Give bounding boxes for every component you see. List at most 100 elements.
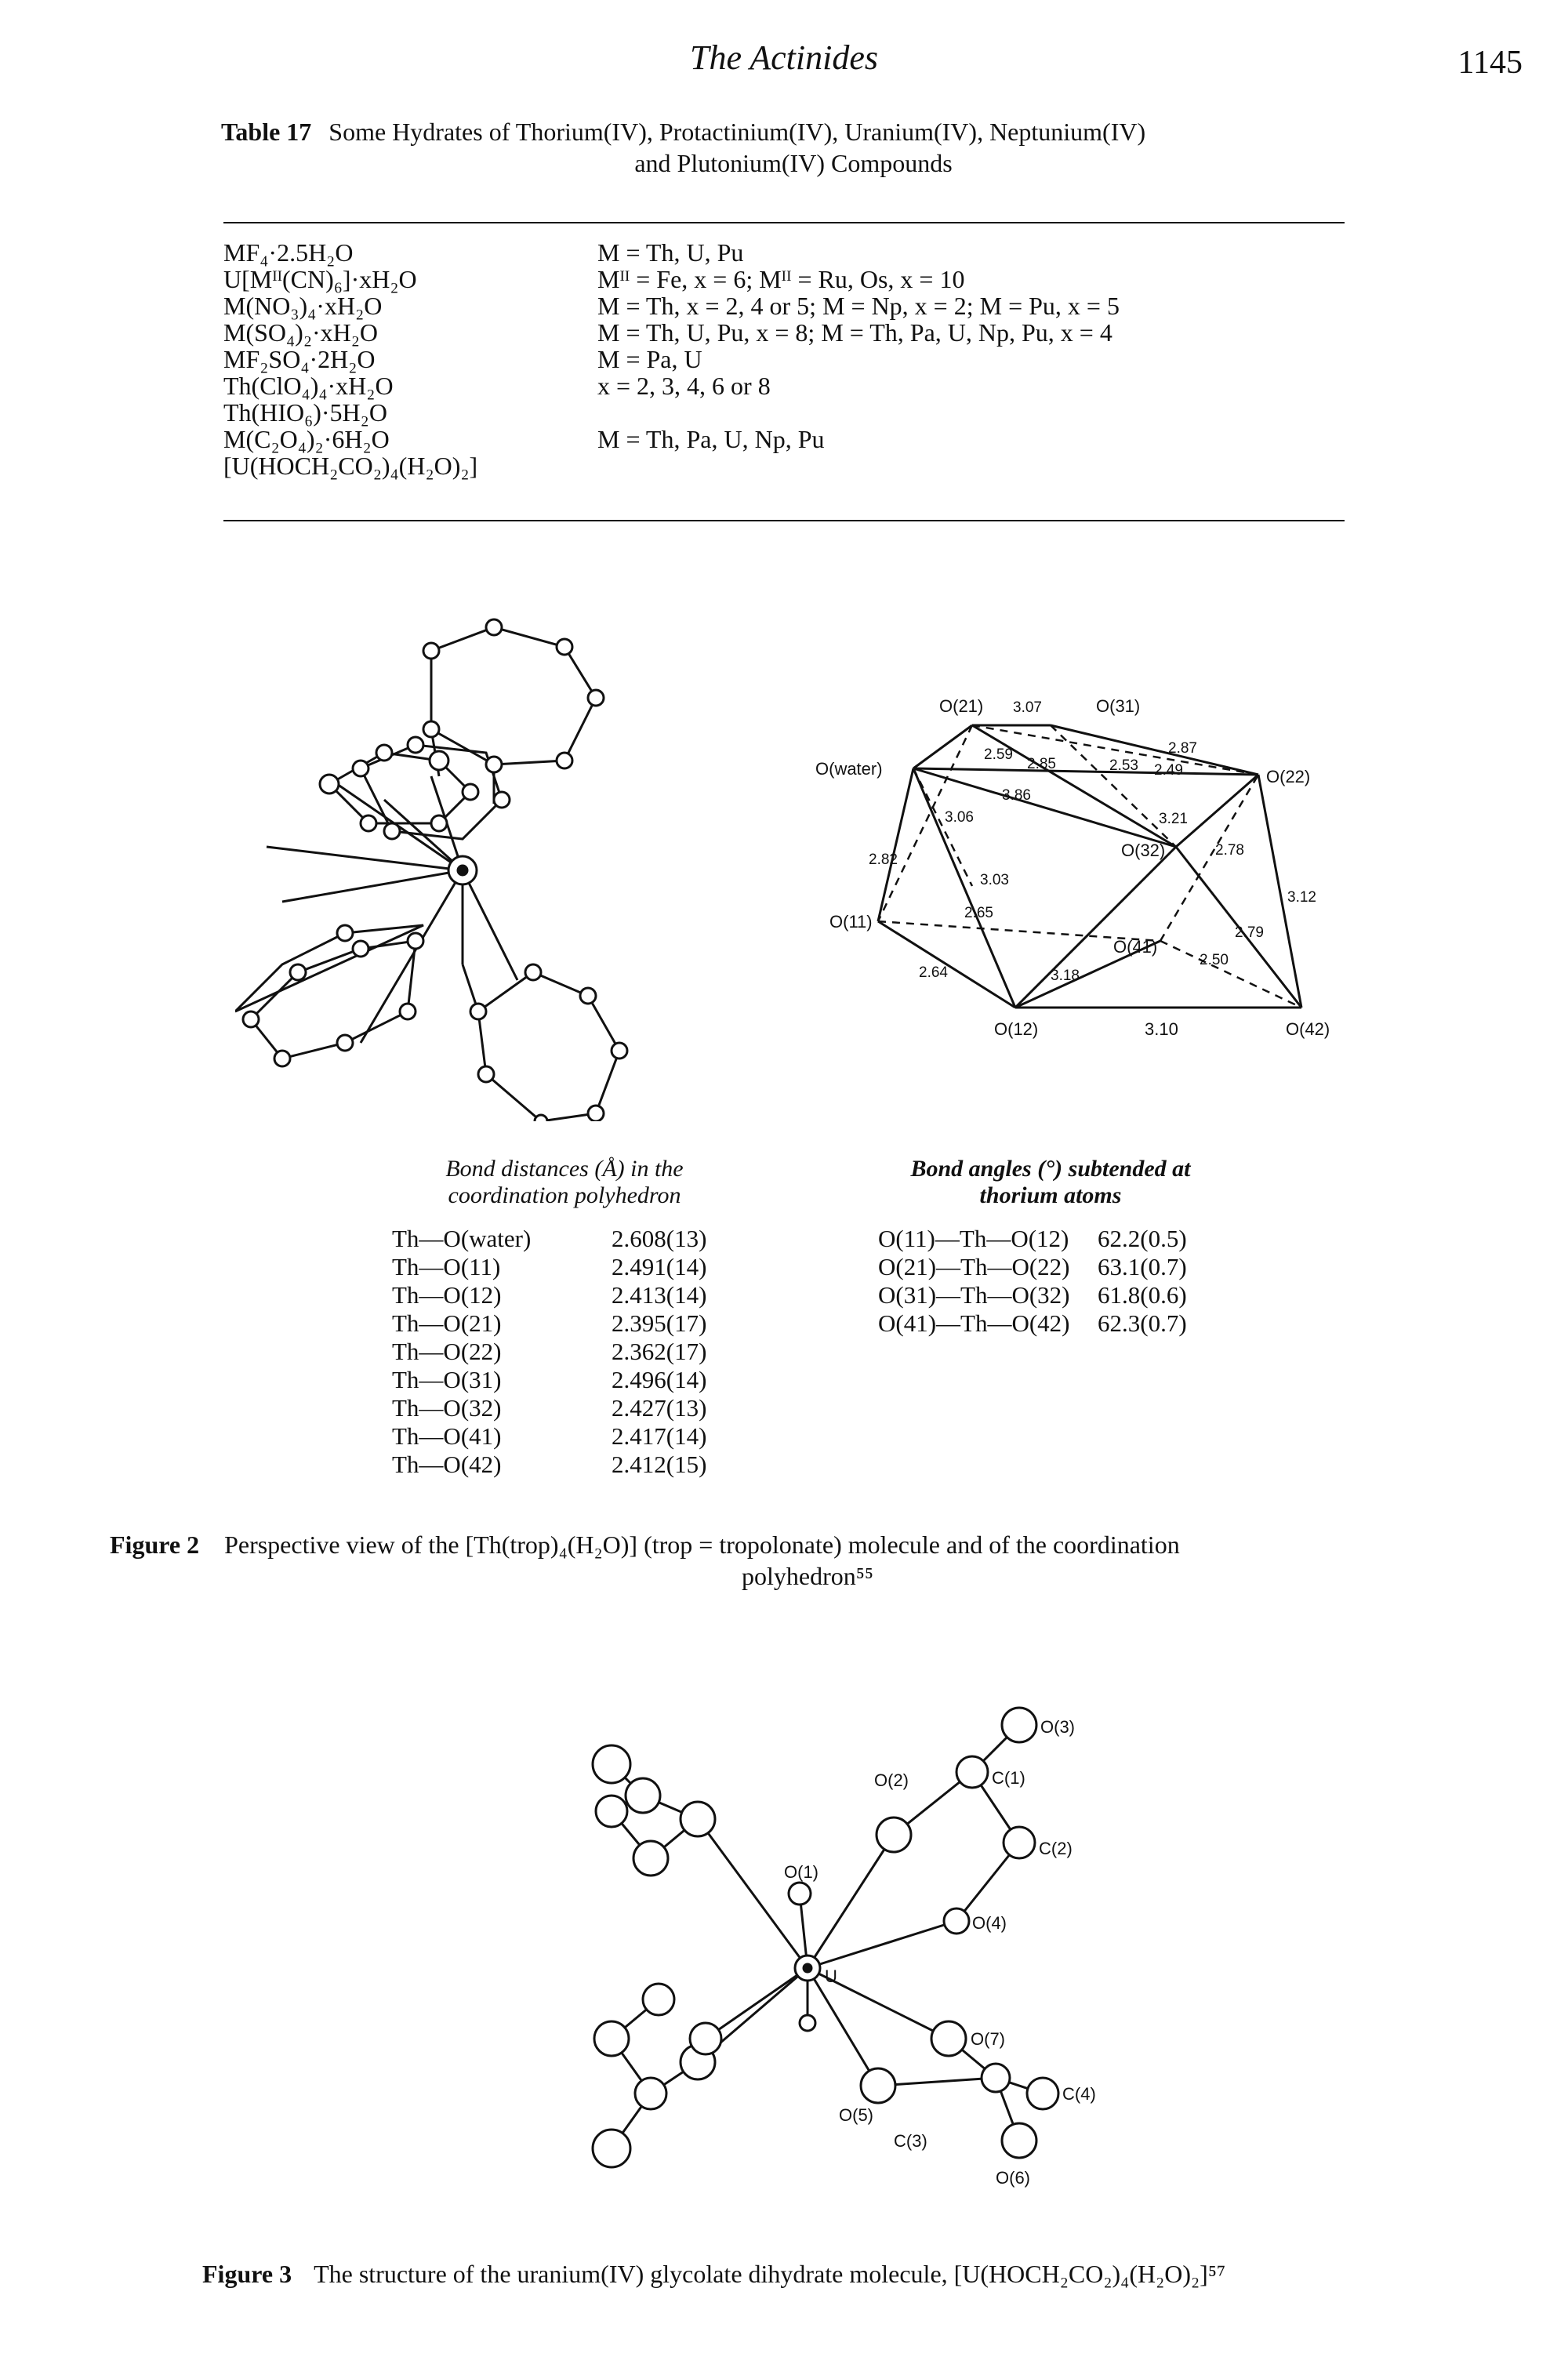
list-item: Th—O(water) — [392, 1225, 532, 1252]
table-row-formula: MF₂SO₄·2H₂O — [223, 345, 376, 373]
vertex-label-o11: O(11) — [829, 912, 873, 931]
table-caption: Table 17 Some Hydrates of Thorium(IV), Pr… — [221, 116, 1366, 179]
edge-label: 3.21 — [1159, 811, 1188, 827]
atom-label-c3: C(3) — [894, 2131, 927, 2151]
atom-label-o4: O(4) — [972, 1913, 1007, 1933]
figure2-label: Figure 2 — [110, 1531, 200, 1559]
table-row-formula: [U(HOCH₂CO₂)₄(H₂O)₂] — [223, 452, 478, 480]
edge-label: 3.10 — [1145, 1019, 1178, 1039]
list-item: 62.2(0.5) — [1098, 1225, 1187, 1252]
table-row-metals — [597, 399, 1120, 426]
table-row-formula: M(SO₄)₂·xH₂O — [223, 318, 379, 347]
figure3-label: Figure 3 — [202, 2260, 292, 2288]
table-row-metals: M = Th, U, Pu — [597, 238, 744, 267]
list-item: Th—O(12) — [392, 1281, 502, 1309]
page-number: 1145 — [1457, 45, 1523, 81]
list-item: 2.362(17) — [612, 1338, 707, 1365]
table-formula-column: MF₄·2.5H₂O U[Mᴵᴵ(CN)₆]·xH₂O M(NO₃)₄·xH₂O… — [223, 239, 477, 479]
list-item: 2.608(13) — [612, 1225, 707, 1252]
edge-label: 3.03 — [980, 872, 1009, 888]
figure3-caption-text: The structure of the uranium(IV) glycola… — [314, 2260, 1226, 2288]
edge-label: 2.59 — [984, 746, 1013, 763]
edge-label: 2.85 — [1027, 756, 1056, 772]
bond-angles-heading-line2: thorium atoms — [979, 1182, 1122, 1208]
figure2-caption-line1: Perspective view of the [Th(trop)₄(H₂O)]… — [224, 1531, 1180, 1559]
list-item: 2.496(14) — [612, 1366, 707, 1393]
atom-label-u: U — [825, 1966, 837, 1986]
edge-label: 2.79 — [1235, 924, 1264, 941]
list-item: Th—O(32) — [392, 1394, 502, 1422]
list-item: Th—O(21) — [392, 1309, 502, 1337]
bond-angles-heading-line1: Bond angles (°) subtended at — [910, 1156, 1191, 1182]
bond-angles-values: 62.2(0.5) 63.1(0.7) 61.8(0.6) 62.3(0.7) — [1098, 1225, 1187, 1338]
edge-label: 3.12 — [1287, 889, 1316, 906]
table-top-rule — [223, 222, 1345, 223]
atom-label-o7: O(7) — [971, 2029, 1005, 2049]
list-item: 2.412(15) — [612, 1451, 707, 1478]
list-item: Th—O(11) — [392, 1253, 501, 1280]
table-label: Table 17 — [221, 118, 312, 146]
uranium-glycolate-structure-drawing: O(3) O(2) C(1) C(2) O(1) O(4) U O(7) C(4… — [591, 1706, 1096, 2188]
list-item: 2.427(13) — [612, 1394, 707, 1422]
thorium-tropolonate-molecule-drawing — [235, 618, 629, 1121]
table-row-metals: M = Th, x = 2, 4 or 5; M = Np, x = 2; M … — [597, 292, 1120, 320]
table-row-metals: M = Th, U, Pu, x = 8; M = Th, Pa, U, Np,… — [597, 318, 1112, 347]
list-item: 63.1(0.7) — [1098, 1253, 1187, 1280]
list-item: Th—O(31) — [392, 1366, 502, 1393]
atom-label-o2: O(2) — [874, 1770, 909, 1790]
list-item: O(41)—Th—O(42) — [878, 1309, 1070, 1337]
atom-label-c4: C(4) — [1062, 2084, 1096, 2104]
table-row-metals: Mᴵᴵ = Fe, x = 6; Mᴵᴵ = Ru, Os, x = 10 — [597, 265, 965, 293]
list-item: O(21)—Th—O(22) — [878, 1253, 1070, 1280]
figure2-caption: Figure 2 Perspective view of the [Th(tro… — [110, 1529, 1505, 1592]
edge-label: 3.86 — [1002, 787, 1031, 804]
vertex-label-o32: O(32) — [1121, 841, 1165, 860]
table-row-formula: U[Mᴵᴵ(CN)₆]·xH₂O — [223, 265, 417, 293]
table-caption-line1: Some Hydrates of Thorium(IV), Protactini… — [328, 118, 1146, 146]
edge-label: 3.06 — [945, 809, 974, 826]
bond-distances-heading-line1: Bond distances (Å) in the — [445, 1156, 684, 1182]
edge-label: 2.82 — [869, 852, 898, 868]
atom-label-c1: C(1) — [992, 1768, 1025, 1788]
list-item: Th—O(22) — [392, 1338, 502, 1365]
figure3-caption: Figure 3 The structure of the uranium(IV… — [202, 2258, 1535, 2290]
list-item: 62.3(0.7) — [1098, 1309, 1187, 1337]
edge-label: 2.65 — [964, 905, 993, 921]
table-row-metals: M = Pa, U — [597, 345, 702, 373]
bond-angles-names: O(11)—Th—O(12) O(21)—Th—O(22) O(31)—Th—O… — [878, 1225, 1070, 1338]
coordination-polyhedron-diagram: O(21) O(31) O(22) O(water) O(32) O(11) O… — [815, 696, 1330, 1039]
list-item: 61.8(0.6) — [1098, 1281, 1187, 1309]
list-item: 2.395(17) — [612, 1309, 707, 1337]
table-metal-column: M = Th, U, Pu Mᴵᴵ = Fe, x = 6; Mᴵᴵ = Ru,… — [597, 239, 1120, 479]
table-row-formula: Th(ClO₄)₄·xH₂O — [223, 372, 394, 400]
table-row-metals — [597, 452, 1120, 479]
table-row-formula: Th(HIO₆)·5H₂O — [223, 398, 387, 427]
list-item: 2.413(14) — [612, 1281, 707, 1309]
edge-label: 2.87 — [1168, 740, 1197, 757]
atom-label-o6: O(6) — [996, 2168, 1030, 2188]
list-item: 2.491(14) — [612, 1253, 707, 1280]
table-caption-line2: and Plutonium(IV) Compounds — [634, 149, 953, 177]
atom-label-o5: O(5) — [839, 2105, 873, 2125]
bond-distances-heading-line2: coordination polyhedron — [448, 1182, 681, 1208]
edge-label: 2.78 — [1215, 842, 1244, 859]
list-item: Th—O(41) — [392, 1422, 502, 1450]
figure2-caption-line2: polyhedron⁵⁵ — [741, 1562, 874, 1590]
running-header-title: The Actinides — [690, 38, 878, 77]
vertex-label-o31: O(31) — [1096, 696, 1140, 716]
atom-label-c2: C(2) — [1039, 1839, 1073, 1858]
atom-label-o3: O(3) — [1040, 1717, 1075, 1737]
table-bottom-rule — [223, 520, 1345, 521]
table-row-metals: x = 2, 3, 4, 6 or 8 — [597, 372, 771, 400]
edge-label: 3.18 — [1051, 968, 1080, 984]
atom-label-o1: O(1) — [784, 1862, 818, 1882]
vertex-label-o21: O(21) — [939, 696, 983, 716]
list-item: O(31)—Th—O(32) — [878, 1281, 1070, 1309]
edge-label: 3.07 — [1013, 699, 1042, 716]
bond-distances-heading: Bond distances (Å) in the coordination p… — [376, 1156, 753, 1209]
vertex-label-o41: O(41) — [1113, 937, 1157, 957]
list-item: Th—O(42) — [392, 1451, 502, 1478]
bond-distances-names: Th—O(water) Th—O(11) Th—O(12) Th—O(21) T… — [392, 1225, 531, 1479]
edge-label: 2.64 — [919, 964, 948, 981]
table-row-formula: MF₄·2.5H₂O — [223, 238, 354, 267]
